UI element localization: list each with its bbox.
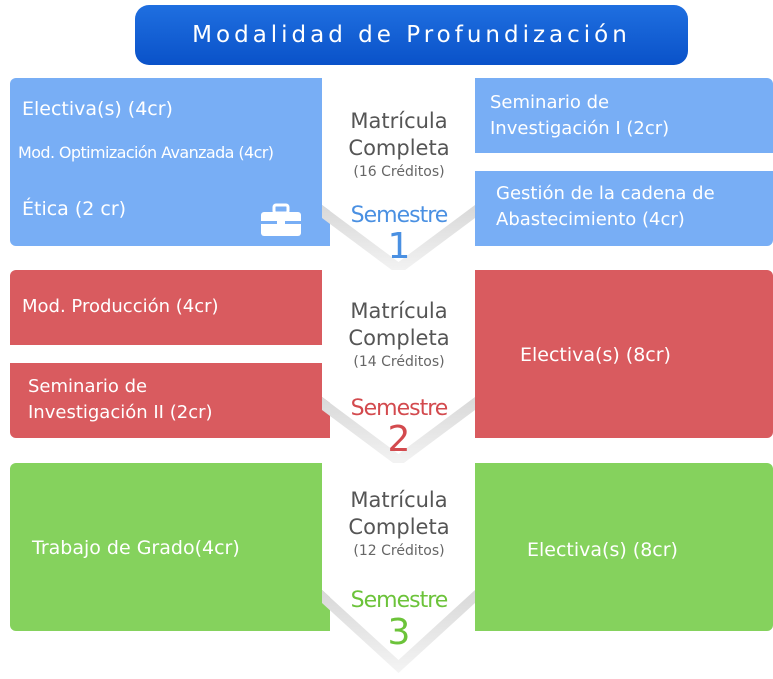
semester-3-band: Trabajo de Grado(4cr) Electiva(s) (8cr) [10, 463, 773, 631]
semester-2-credits: (14 Créditos) [353, 354, 445, 370]
course-seminario-i-line2: Investigación I (2cr) [490, 118, 670, 139]
semester-1-summary: Matrícula Completa (16 Créditos) [319, 108, 479, 182]
course-seminario-ii-line1: Seminario de [28, 376, 148, 397]
semester-2-label: Semestre [350, 396, 449, 421]
semester-2-summary: Matrícula Completa (14 Créditos) [319, 298, 479, 372]
semester-3-label: Semestre [350, 588, 449, 613]
course-seminario-ii-line2: Investigación II (2cr) [28, 402, 213, 423]
briefcase-icon [260, 203, 302, 241]
semester-3-number: 3 [387, 612, 411, 653]
course-etica: Ética (2 cr) [22, 198, 127, 220]
page-title-text: Modalidad de Profundización [192, 22, 631, 48]
semester-2-right-block [475, 270, 773, 438]
semester-1-heading2: Completa [348, 136, 450, 160]
semester-1-right-block-top [475, 78, 773, 153]
semester-3-summary: Matrícula Completa (12 Créditos) [319, 487, 479, 561]
semester-3-right-block [475, 463, 773, 631]
semester-2-heading: Matrícula [350, 299, 448, 323]
semester-1-credits: (16 Créditos) [353, 164, 445, 180]
semester-3-left-block [10, 463, 330, 631]
page-title: Modalidad de Profundización [135, 5, 688, 65]
course-seminario-ii: Seminario de Investigación II (2cr) [28, 374, 213, 426]
course-cadena: Gestión de la cadena de Abastecimiento (… [496, 181, 715, 233]
semester-2-number: 2 [387, 419, 411, 460]
course-cadena-line2: Abastecimiento (4cr) [496, 209, 685, 230]
course-electiva: Electiva(s) (4cr) [22, 98, 173, 120]
semester-2-heading2: Completa [348, 326, 450, 350]
semester-2-left-block-bottom [10, 363, 330, 438]
course-produccion: Mod. Producción (4cr) [22, 296, 219, 317]
course-trabajo-grado: Trabajo de Grado(4cr) [32, 537, 240, 559]
course-optimizacion: Mod. Optimización Avanzada (4cr) [18, 143, 274, 162]
semester-1-right-block-bottom [475, 171, 773, 246]
course-cadena-line1: Gestión de la cadena de [496, 183, 715, 204]
semester-3-heading: Matrícula [350, 488, 448, 512]
course-electiva-8-s3: Electiva(s) (8cr) [527, 539, 678, 561]
course-seminario-i-line1: Seminario de [490, 92, 610, 113]
semester-1-heading: Matrícula [350, 109, 448, 133]
semester-1-number: 1 [387, 226, 411, 267]
semester-2-band: Mod. Producción (4cr) Seminario de Inves… [10, 270, 773, 438]
course-electiva-8: Electiva(s) (8cr) [520, 344, 671, 366]
semester-1-label: Semestre [350, 203, 449, 228]
semester-3-heading2: Completa [348, 515, 450, 539]
semester-3-credits: (12 Créditos) [353, 543, 445, 559]
semester-1-band: Electiva(s) (4cr) Mod. Optimización Avan… [10, 78, 773, 246]
semester-2-left-block-top [10, 270, 330, 345]
course-seminario-i: Seminario de Investigación I (2cr) [490, 90, 669, 142]
